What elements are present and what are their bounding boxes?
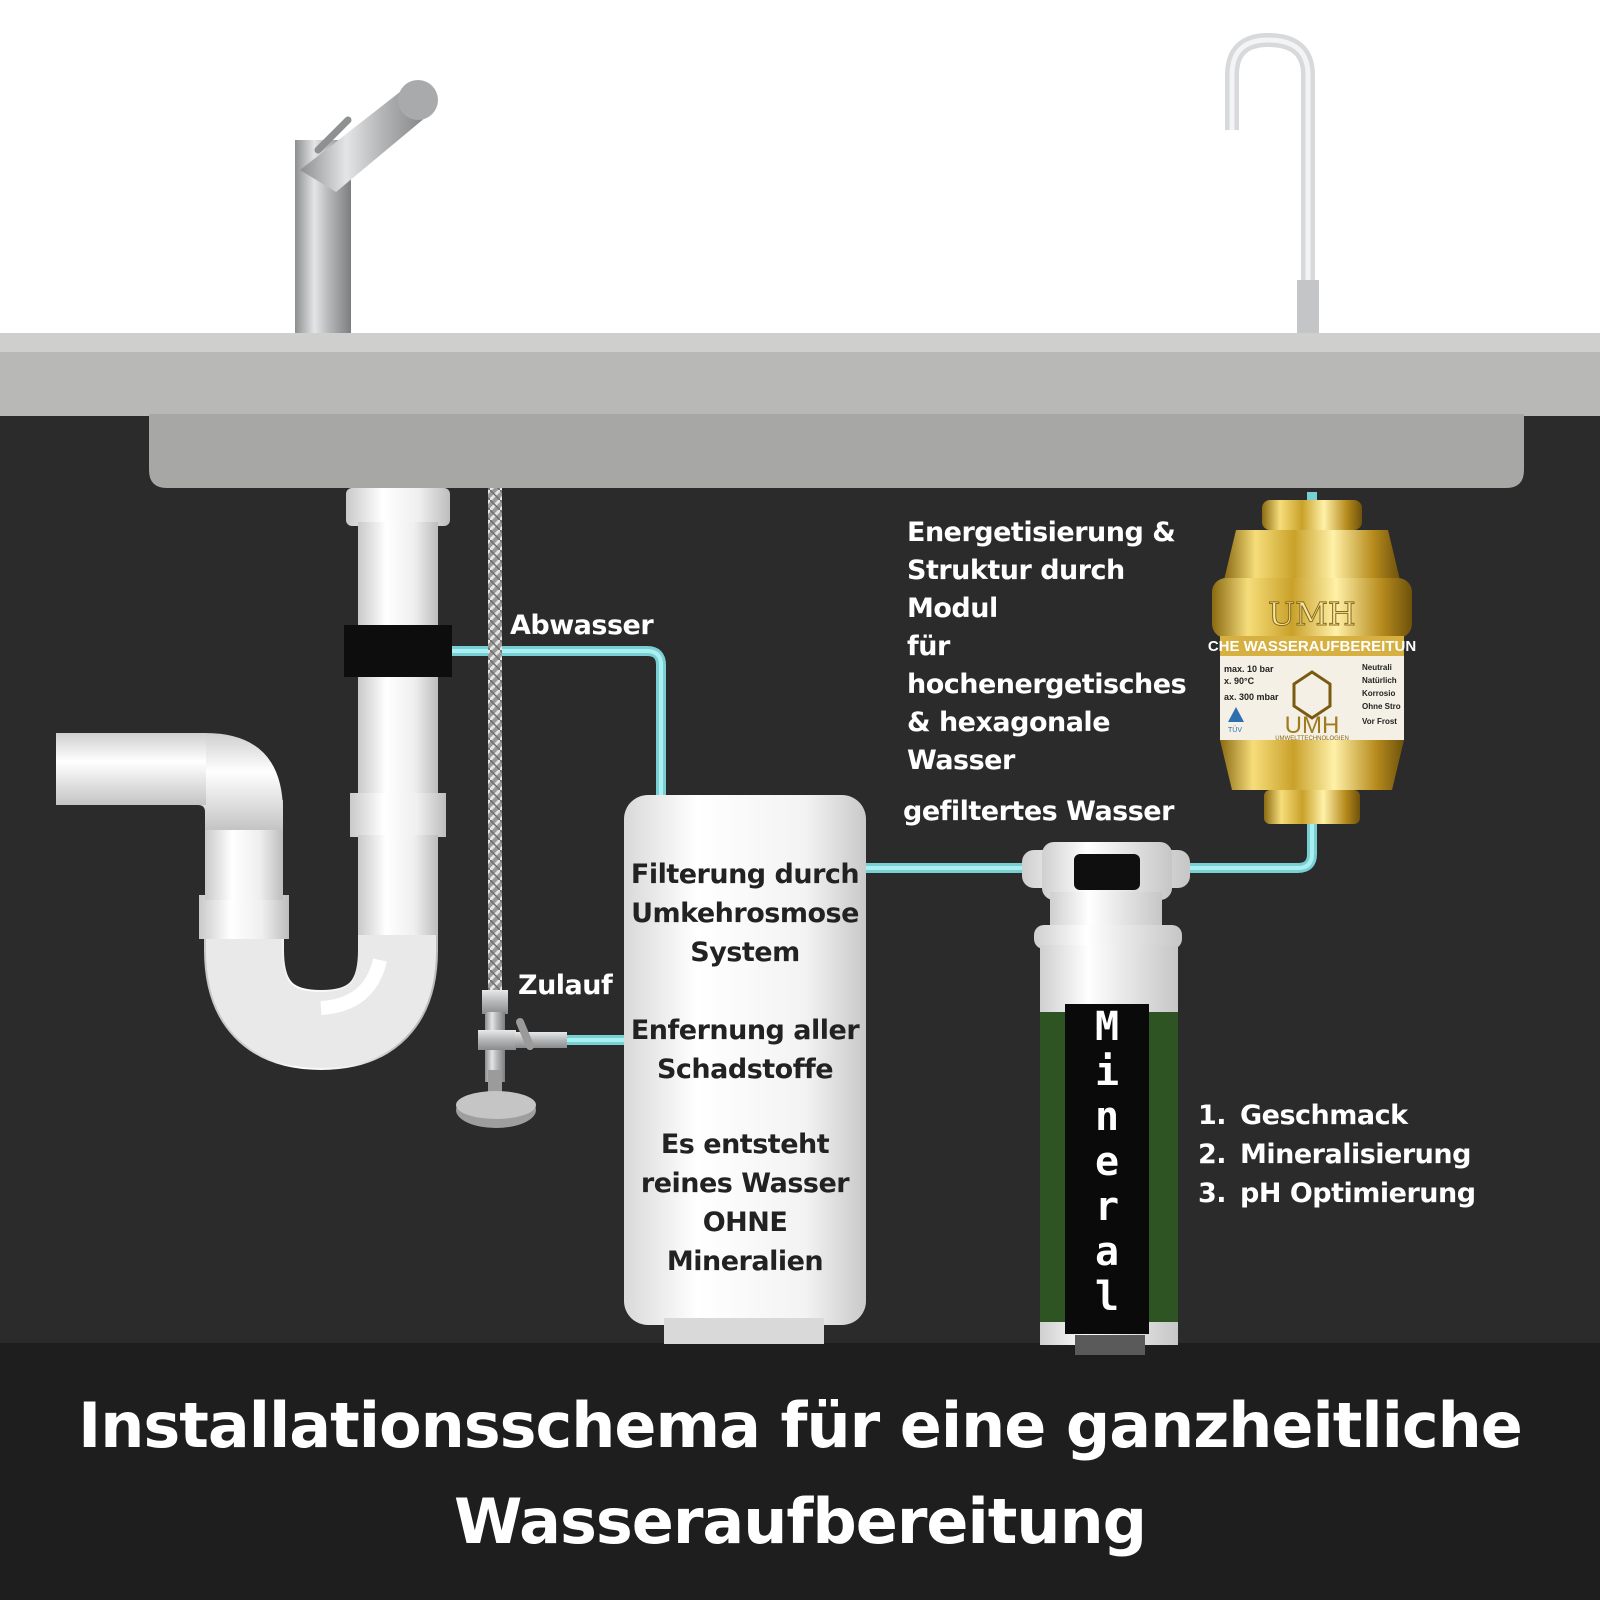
- module-spec-2: x. 90°C: [1224, 676, 1255, 686]
- mineral-cartridge-label: M i n e r a l: [1065, 1005, 1149, 1320]
- countertop-edge: [0, 333, 1600, 355]
- ro-text-line: Umkehrosmose: [631, 898, 859, 929]
- benefit-text: Geschmack: [1240, 1100, 1408, 1131]
- module-bullet-2: Natürlich: [1362, 676, 1397, 685]
- benefits-list: 1. Geschmack 2. Mineralisierung 3. pH Optim…: [1198, 1096, 1476, 1213]
- ro-filter-housing: [624, 795, 866, 1344]
- module-tuv: TÜV: [1228, 726, 1242, 734]
- ro-description-filtering: Filterung durch Umkehrosmose System: [625, 855, 865, 972]
- module-brand: UMH: [1268, 595, 1356, 633]
- title-bar: [0, 1343, 1600, 1600]
- module-band-text: CHE WASSERAUFBEREITUN: [1208, 638, 1416, 655]
- module-text: UMH CHE WASSERAUFBEREITUN max. 10 bar x.…: [1208, 595, 1416, 743]
- module-spec-3: ax. 300 mbar: [1224, 692, 1279, 702]
- mineral-letter: i: [1094, 1049, 1120, 1095]
- inlet-hose-valve: [456, 488, 567, 1128]
- mineral-letter: M: [1094, 1004, 1120, 1050]
- benefit-item: 2. Mineralisierung: [1198, 1135, 1476, 1174]
- ro-text-line: Filterung durch: [630, 859, 860, 890]
- ro-text-line: Enfernung aller: [630, 1015, 860, 1046]
- benefit-text: pH Optimierung: [1240, 1178, 1476, 1209]
- drain-siphon: [56, 488, 452, 1071]
- benefit-item: 3. pH Optimierung: [1198, 1174, 1476, 1213]
- ro-text-line: System: [690, 937, 800, 968]
- energizing-module: [1212, 500, 1412, 824]
- energizing-label-line: Struktur durch Modul: [907, 555, 1125, 624]
- module-brand-2: UMH: [1285, 712, 1340, 739]
- energizing-label-line: & hexagonale Wasser: [907, 707, 1111, 776]
- inlet-label: Zulauf: [518, 970, 613, 1001]
- wastewater-label: Abwasser: [510, 610, 654, 641]
- mineral-letter: a: [1094, 1229, 1120, 1275]
- benefit-number: 2.: [1198, 1139, 1227, 1170]
- ro-text-line: Schadstoffe: [656, 1054, 834, 1085]
- ro-text-line: Es entsteht: [660, 1129, 830, 1160]
- ro-description-result: Es entsteht reines Wasser OHNE Mineralie…: [625, 1125, 865, 1281]
- filtered-water-label: gefiltertes Wasser: [903, 796, 1174, 827]
- mineral-letter: n: [1094, 1094, 1120, 1140]
- module-bullet-1: Neutrali: [1362, 663, 1392, 672]
- benefit-number: 1.: [1198, 1100, 1227, 1131]
- module-spec-1: max. 10 bar: [1224, 664, 1274, 674]
- mineral-letter: e: [1094, 1139, 1120, 1185]
- mineral-cartridge: [1022, 842, 1190, 1355]
- energizing-label-line: Energetisierung &: [907, 517, 1176, 548]
- mineral-letter: r: [1094, 1184, 1120, 1230]
- module-bullet-5: Vor Frost: [1362, 717, 1397, 726]
- ro-description-removal: Enfernung aller Schadstoffe: [625, 1011, 865, 1089]
- page-title: Installationsschema für eine ganzheitlic…: [0, 1378, 1600, 1570]
- title-line: Wasseraufbereitung: [453, 1485, 1147, 1558]
- ro-text-line: reines Wasser: [640, 1168, 850, 1199]
- filter-tap: [1225, 32, 1319, 338]
- wall-area: [0, 0, 1600, 340]
- benefit-item: 1. Geschmack: [1198, 1096, 1476, 1135]
- energizing-label-line: für hochenergetisches: [907, 631, 1187, 700]
- benefit-text: Mineralisierung: [1240, 1139, 1471, 1170]
- benefit-number: 3.: [1198, 1178, 1227, 1209]
- module-sub-brand: UMWELTTECHNOLOGIEN: [1275, 736, 1349, 742]
- mixer-faucet: [295, 80, 438, 336]
- title-line: Installationsschema für eine ganzheitlic…: [78, 1389, 1523, 1462]
- module-bullet-3: Korrosio: [1362, 689, 1395, 698]
- ro-text-line: Mineralien: [666, 1246, 824, 1277]
- ro-text-line: OHNE: [702, 1207, 788, 1238]
- sink-basin: [149, 414, 1524, 488]
- countertop: [0, 352, 1600, 416]
- energizing-module-label: Energetisierung & Struktur durch Modul f…: [907, 514, 1207, 780]
- module-bullet-4: Ohne Stro: [1362, 702, 1401, 711]
- mineral-letter: l: [1094, 1274, 1120, 1320]
